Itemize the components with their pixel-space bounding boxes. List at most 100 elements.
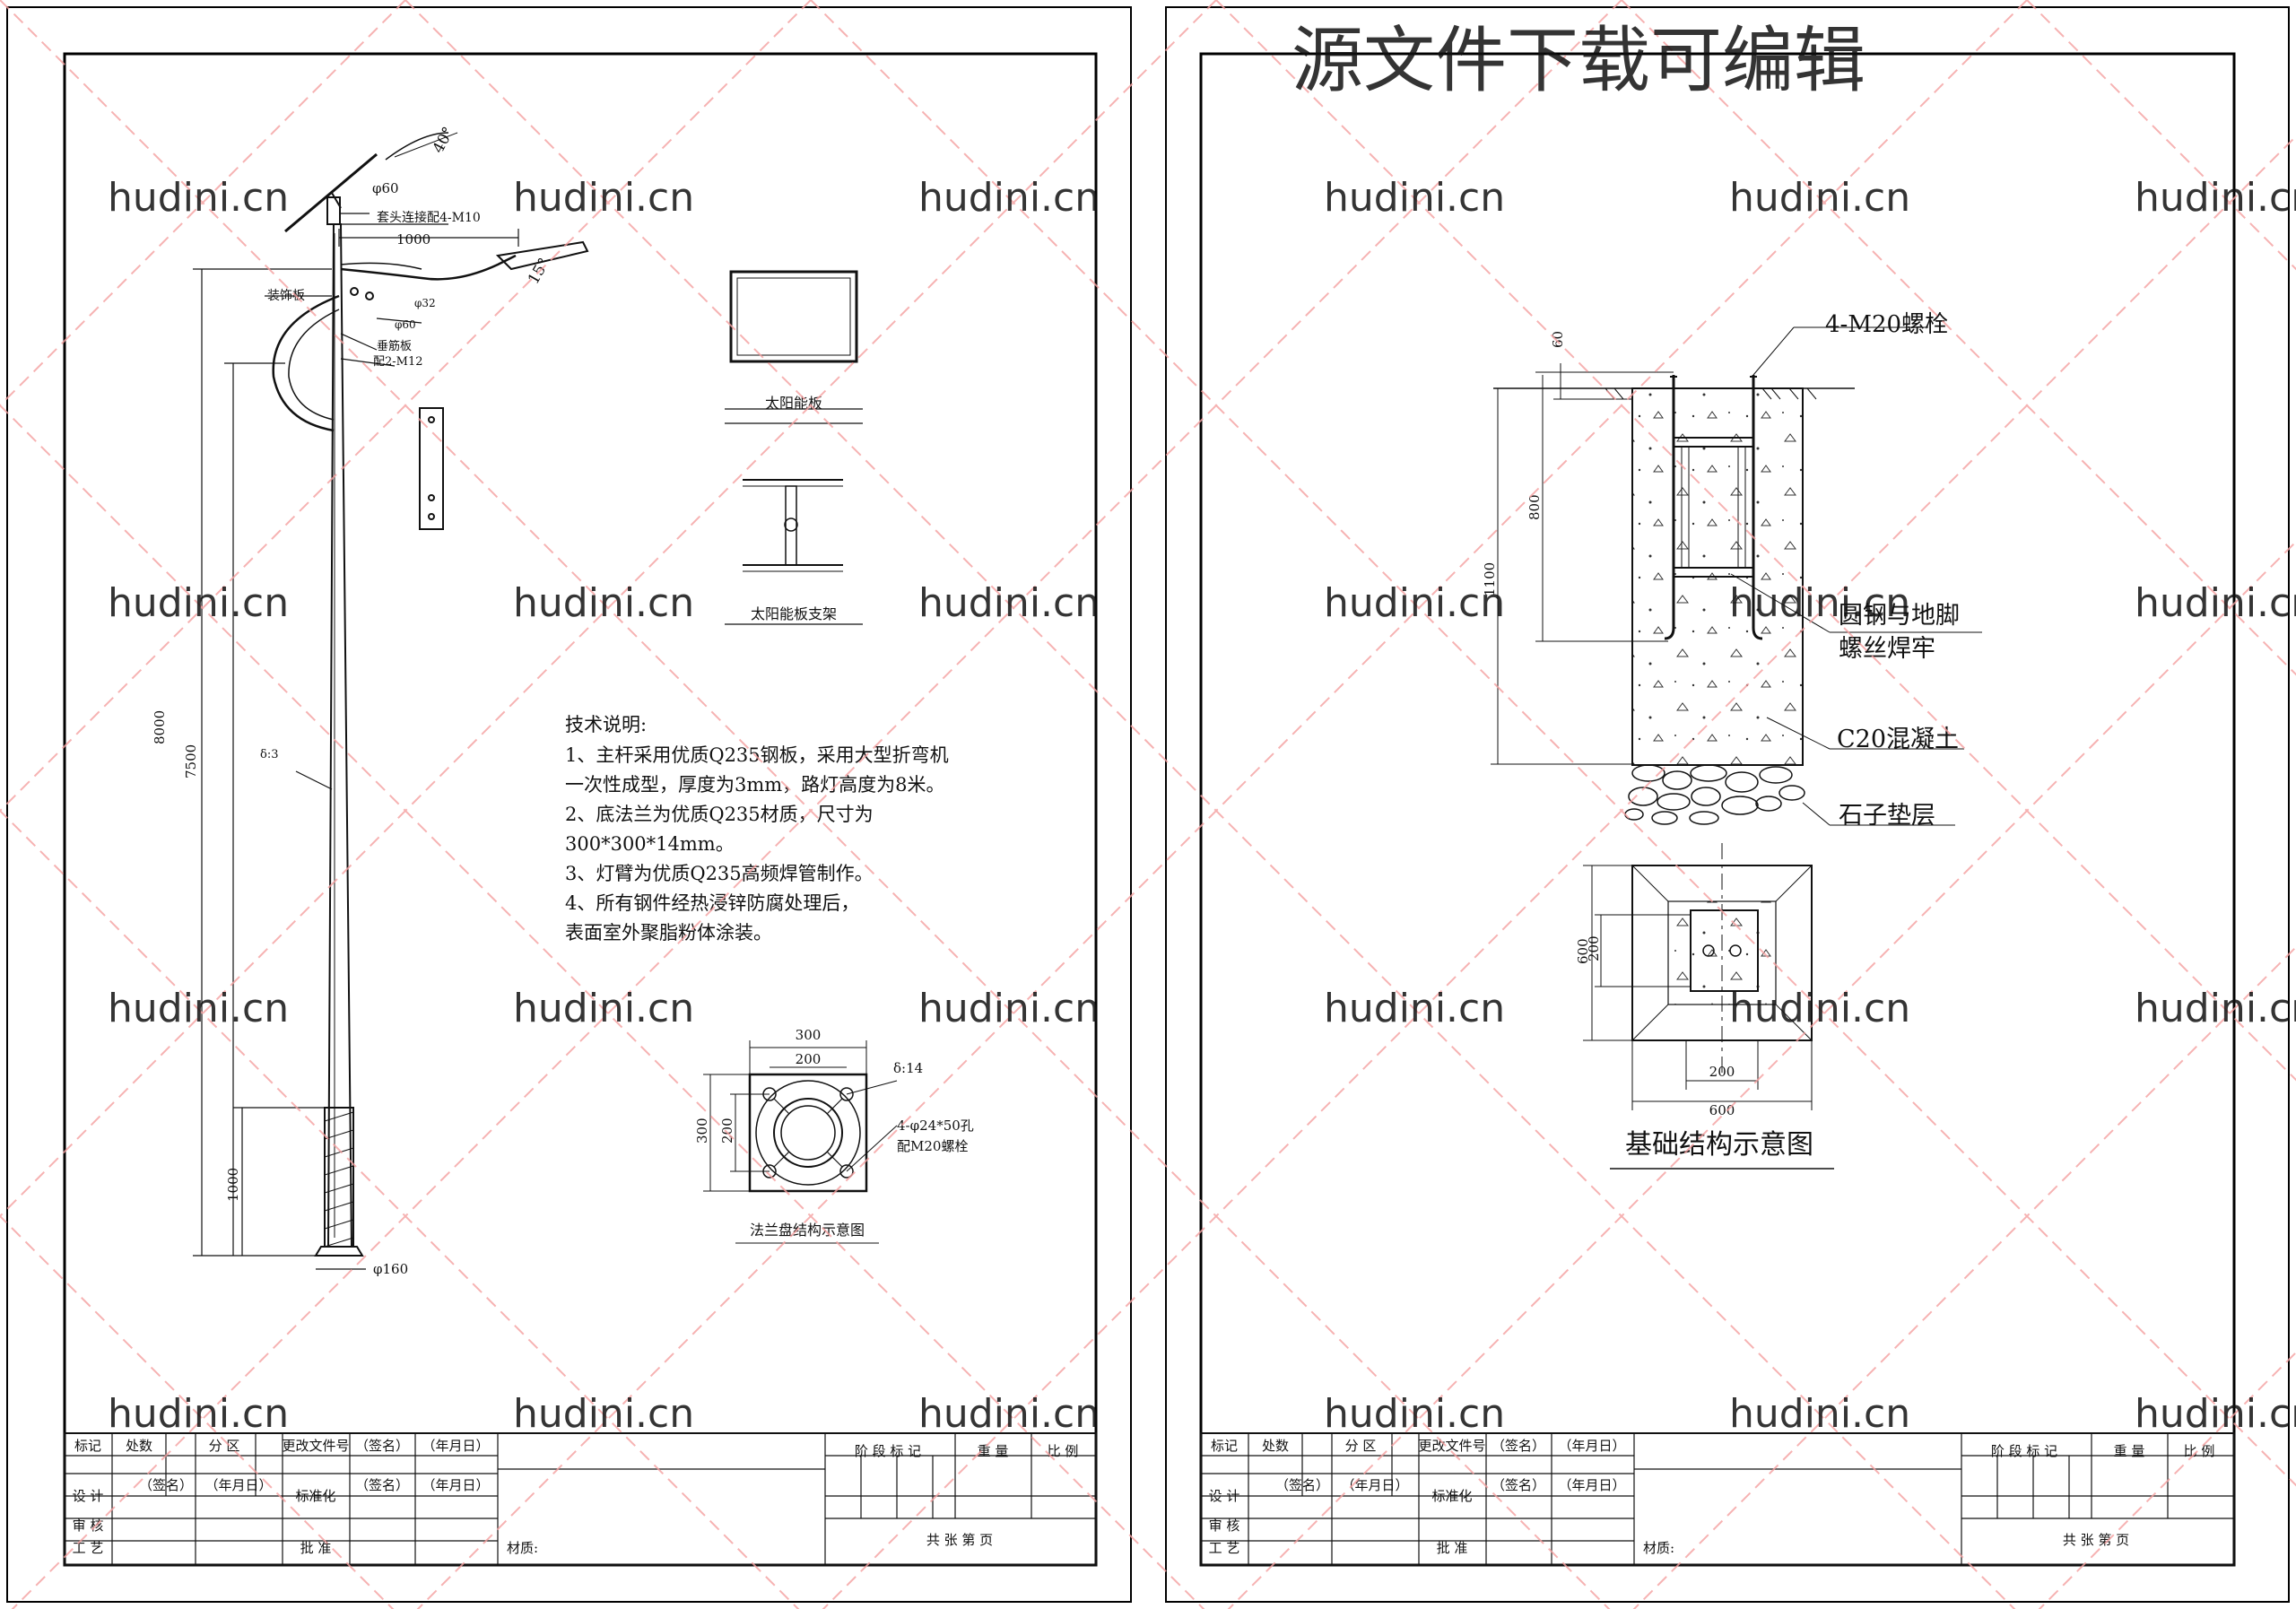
tech-note-line: 2、底法兰为优质Q235材质，尺寸为 [565,804,874,825]
watermark-text: hudini.cn [1729,1391,1910,1437]
arm-length: 1000 [396,231,430,248]
weld-note-2: 螺丝焊牢 [1839,635,1935,663]
title-block-right-text: 标记 处数 分 区 更改文件号 （签名） （年月日） 设 计 （签名） （年月日… [1209,1438,2215,1556]
watermark-line [1227,540,2296,1609]
watermark-text: hudini.cn [108,1391,289,1437]
watermark-text: hudini.cn [513,1391,694,1437]
watermark-line [822,135,2296,1609]
tb-scale: 比 例 [2184,1443,2215,1459]
flange-bolts: 配M20螺栓 [897,1138,968,1154]
tb-sign-head: （签名） [355,1438,409,1454]
tb-approve: 批 准 [1437,1540,1468,1556]
sheet-borders [6,6,2290,1603]
bottom-diameter: φ160 [373,1261,408,1277]
flange-inner-dim: 200 [796,1051,822,1067]
tb-sign-head: （签名） [1492,1438,1545,1454]
tb-sheets: 共 张 第 页 [2063,1532,2129,1548]
tb-material: 材质: [507,1540,538,1556]
tb-design: 设 计 [73,1488,104,1504]
watermark-text: hudini.cn [513,175,694,221]
foundation-labels: 4-M20螺栓 60 800 1100 圆钢与地脚 螺丝焊牢 C20混凝土 石子… [1482,311,1960,830]
gusset-label-a: 装饰板 [267,289,305,303]
watermark-text: hudini.cn [1729,175,1910,221]
tb-date-head: （年月日） [422,1438,489,1454]
tb-date: （年月日） [204,1477,272,1493]
flange-thickness: δ:14 [893,1060,923,1076]
tb-review: 审 核 [73,1518,104,1534]
tb-date-head: （年月日） [1558,1438,1625,1454]
tb-mark: 标记 [1211,1438,1238,1454]
watermark-text: hudini.cn [1324,1391,1505,1437]
pole-elevation [272,132,589,1257]
watermark-line [11,0,1622,1609]
tb-mark: 标记 [74,1438,101,1454]
watermark-line [0,0,406,407]
dia-60-label: φ60 [395,318,416,331]
watermark-text: hudini.cn [513,986,694,1031]
watermark-line [0,0,812,813]
plan-inner-v: 200 [1586,935,1602,961]
watermark-line [2026,0,2296,271]
gravel-label: 石子垫层 [1839,802,1935,830]
tb-zone: 分 区 [209,1438,240,1454]
watermark-text: hudini.cn [108,580,289,626]
foundation-plan-labels: 600 200 200 600 基础结构示意图 [1575,935,1813,1161]
tb-standard: 标准化 [295,1488,335,1504]
title-block-left-text: 标记 处数 分 区 更改文件号 （签名） （年月日） 设 计 （签名） （年月日… [73,1438,1079,1556]
watermark-text: hudini.cn [513,580,694,626]
watermark-line [810,0,2296,1487]
title-block-left [64,1432,1097,1566]
tech-note-line: 300*300*14mm。 [565,833,735,855]
tb-sheets: 共 张 第 页 [926,1532,993,1548]
tb-standard: 标准化 [1431,1488,1472,1504]
tech-note-line: 1、主杆采用优质Q235钢板，采用大型折弯机 [565,744,949,766]
plan-outer-h: 600 [1709,1102,1735,1118]
wall-thickness: δ:3 [260,748,278,761]
watermark-headline: 源文件下载可编辑 [1292,19,1866,102]
tb-zone: 分 区 [1345,1438,1377,1454]
tech-notes: 技术说明: 1、主杆采用优质Q235钢板，采用大型折弯机 一次性成型，厚度为3m… [565,714,949,944]
watermark-text: hudini.cn [2135,986,2296,1031]
watermark-texts: hudini.cn hudini.cn hudini.cn hudini.cn hudi… [108,175,2296,1437]
watermark-line [0,0,1217,1218]
watermark-line [0,1214,395,1609]
foundation-section [1491,326,1982,1076]
tech-notes-title: 技术说明: [565,714,647,735]
tb-date2: （年月日） [422,1477,489,1493]
tech-note-line: 3、灯臂为优质Q235高频焊管制作。 [565,863,874,884]
watermark-text: hudini.cn [1324,580,1505,626]
tb-stage: 阶 段 标 记 [1991,1443,2057,1459]
watermark-line [0,809,800,1609]
watermark-text: hudini.cn [2135,1391,2296,1437]
tb-process: 工 艺 [73,1540,104,1556]
watermark-text: hudini.cn [108,175,289,221]
tb-approve: 批 准 [300,1540,332,1556]
tb-count: 处数 [1262,1438,1289,1454]
dim-1100: 1100 [1482,562,1498,596]
tb-sign: （签名） [139,1477,193,1493]
watermark-line [1621,0,2296,676]
tb-sign2: （签名） [1492,1477,1545,1493]
watermark-line [0,404,1205,1609]
bolt-note: 配2-M12 [373,355,423,369]
weld-note-1: 圆钢与地脚 [1839,602,1960,630]
pole-labels: 40° φ60 套头连接配4-M10 1000 15° 装饰板 φ32 φ60 … [152,124,553,1277]
flange-side-inner: 200 [719,1118,735,1144]
watermark-text: hudini.cn [1324,175,1505,221]
watermark-line [1632,945,2296,1609]
top-diameter: φ60 [372,180,399,196]
tb-material: 材质: [1643,1540,1674,1556]
foundation-plan [1583,865,1834,1170]
watermark-text: hudini.cn [1729,580,1910,626]
tb-date: （年月日） [1341,1477,1408,1493]
watermark-text: hudini.cn [918,175,1100,221]
concrete-label: C20混凝土 [1837,726,1959,753]
tb-count: 处数 [126,1438,152,1454]
base-height: 1000 [225,1168,241,1202]
watermark-text: hudini.cn [2135,580,2296,626]
bolt-label: 4-M20螺栓 [1825,311,1948,338]
flange-holes: 4-φ24*50孔 [897,1118,974,1134]
